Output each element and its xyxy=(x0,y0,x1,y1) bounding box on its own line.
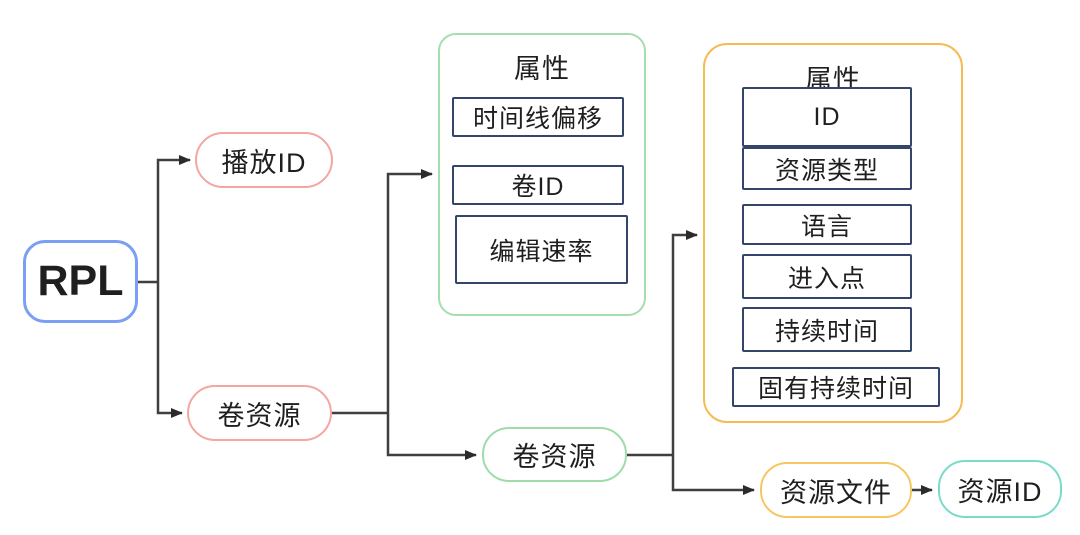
node-resource-file-label: 资源文件 xyxy=(780,477,892,508)
attr-box-id: ID xyxy=(742,87,912,147)
attr-box-duration: 持续时间 xyxy=(742,307,912,352)
node-reel-resource-label: 卷资源 xyxy=(217,400,302,431)
group-reel-attributes: 属性 时间线偏移 卷ID 编辑速率 xyxy=(438,33,646,316)
connector-rpl-to-reel-resource xyxy=(156,282,183,418)
attr-box-resource-type: 资源类型 xyxy=(742,147,912,190)
node-play-id-label: 播放ID xyxy=(221,147,307,178)
node-reel-resource-child-label: 卷资源 xyxy=(512,442,597,472)
connector-reel-child-to-asset-attributes xyxy=(671,230,698,455)
node-play-id: 播放ID xyxy=(195,132,333,188)
node-rpl: RPL xyxy=(23,240,138,323)
node-resource-file: 资源文件 xyxy=(760,462,912,518)
node-reel-resource-child: 卷资源 xyxy=(482,427,627,482)
attr-box-edit-rate: 编辑速率 xyxy=(455,215,628,284)
node-reel-resource: 卷资源 xyxy=(187,385,332,441)
attr-box-language: 语言 xyxy=(742,204,912,245)
group-asset-attributes: 属性 ID 资源类型 语言 进入点 持续时间 固有持续时间 xyxy=(703,43,963,423)
connector-reel-to-reel-child xyxy=(386,413,477,460)
group-reel-attributes-title: 属性 xyxy=(514,54,570,84)
connector-reel-child-to-resource-file xyxy=(671,455,755,495)
node-rpl-label: RPL xyxy=(37,257,124,305)
attr-box-entry-point: 进入点 xyxy=(742,254,912,299)
attr-box-timeline-offset: 时间线偏移 xyxy=(452,97,624,137)
node-resource-id: 资源ID xyxy=(938,460,1062,518)
attr-box-intrinsic-duration: 固有持续时间 xyxy=(732,367,940,407)
attr-box-reel-id: 卷ID xyxy=(452,165,624,205)
node-resource-id-label: 资源ID xyxy=(957,476,1043,507)
connector-reel-to-attributes xyxy=(386,169,433,413)
connector-rpl-to-play-id xyxy=(156,155,191,282)
